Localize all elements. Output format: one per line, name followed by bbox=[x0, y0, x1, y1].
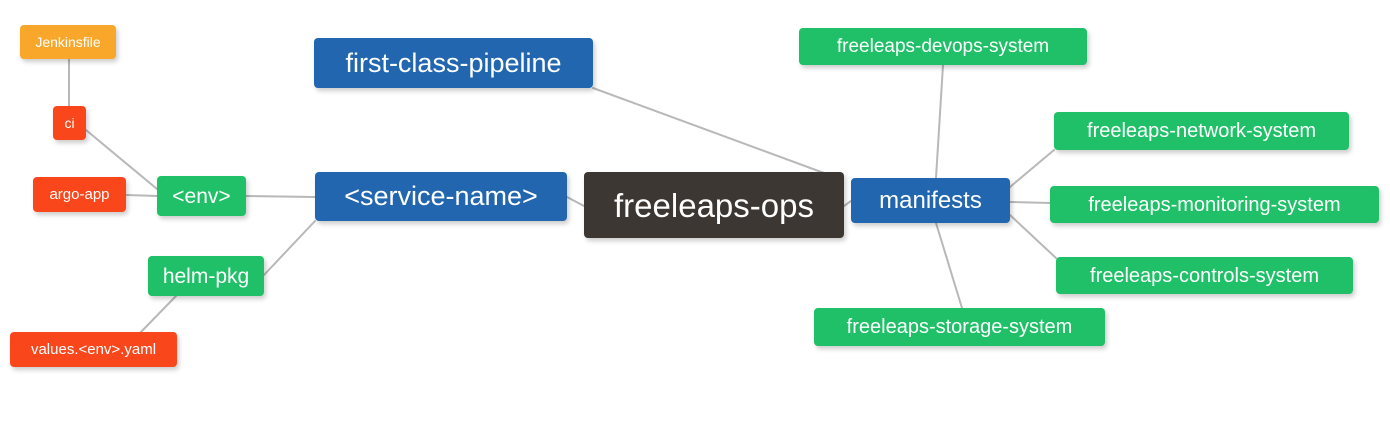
mindmap-node-label-service-name: <service-name> bbox=[344, 181, 538, 211]
mindmap-node-label-freeleaps-controls-system: freeleaps-controls-system bbox=[1090, 264, 1319, 287]
mindmap-node-first-class-pipeline[interactable]: first-class-pipeline bbox=[314, 38, 593, 88]
mindmap-node-jenkinsfile[interactable]: Jenkinsfile bbox=[20, 25, 116, 59]
mindmap-node-label-freeleaps-monitoring-system: freeleaps-monitoring-system bbox=[1088, 193, 1341, 216]
mindmap-node-ci[interactable]: ci bbox=[53, 106, 86, 140]
mindmap-node-label-freeleaps-network-system: freeleaps-network-system bbox=[1087, 120, 1316, 142]
mindmap-node-helm-pkg[interactable]: helm-pkg bbox=[148, 256, 264, 296]
edge-service-name-to-helm-pkg bbox=[263, 220, 316, 276]
mindmap-node-env[interactable]: <env> bbox=[157, 176, 246, 216]
mindmap-node-freeleaps-storage-system[interactable]: freeleaps-storage-system bbox=[814, 308, 1105, 346]
edge-freeleaps-ops-to-service-name bbox=[566, 196, 585, 207]
edge-manifests-to-freeleaps-devops-system bbox=[935, 64, 944, 179]
edge-helm-pkg-to-values-yaml bbox=[139, 295, 177, 334]
edge-manifests-to-freeleaps-controls-system bbox=[1009, 214, 1057, 259]
edge-manifests-to-freeleaps-network-system bbox=[1009, 149, 1055, 188]
mindmap-node-label-freeleaps-storage-system: freeleaps-storage-system bbox=[846, 316, 1073, 338]
mindmap-node-label-values-yaml: values.<env>.yaml bbox=[30, 341, 157, 358]
mindmap-node-freeleaps-network-system[interactable]: freeleaps-network-system bbox=[1054, 112, 1349, 150]
mindmap-node-label-freeleaps-ops: freeleaps-ops bbox=[614, 186, 814, 224]
mindmap-node-manifests[interactable]: manifests bbox=[851, 178, 1010, 223]
mindmap-node-label-freeleaps-devops-system: freeleaps-devops-system bbox=[836, 36, 1050, 57]
mindmap-node-freeleaps-devops-system[interactable]: freeleaps-devops-system bbox=[799, 28, 1087, 65]
edge-env-to-argo-app bbox=[125, 194, 158, 197]
edge-freeleaps-ops-to-first-class-pipeline bbox=[592, 87, 844, 181]
mindmap-node-freeleaps-controls-system[interactable]: freeleaps-controls-system bbox=[1056, 257, 1353, 294]
mindmap-node-values-yaml[interactable]: values.<env>.yaml bbox=[10, 332, 177, 367]
mindmap-node-label-ci: ci bbox=[64, 115, 75, 131]
edge-manifests-to-freeleaps-monitoring-system bbox=[1009, 201, 1051, 204]
edge-service-name-to-env bbox=[245, 195, 316, 198]
mindmap-node-argo-app[interactable]: argo-app bbox=[33, 177, 126, 212]
mindmap-node-label-jenkinsfile: Jenkinsfile bbox=[35, 34, 101, 50]
mindmap-node-label-helm-pkg: helm-pkg bbox=[162, 264, 250, 288]
edge-manifests-to-freeleaps-storage-system bbox=[935, 222, 963, 309]
mindmap-node-label-manifests: manifests bbox=[879, 186, 982, 214]
mindmap-node-service-name[interactable]: <service-name> bbox=[315, 172, 567, 221]
mindmap-node-label-env: <env> bbox=[172, 184, 231, 208]
mindmap-node-label-first-class-pipeline: first-class-pipeline bbox=[345, 47, 562, 78]
edge-freeleaps-ops-to-manifests bbox=[843, 200, 852, 207]
mindmap-node-freeleaps-ops[interactable]: freeleaps-ops bbox=[584, 172, 844, 238]
mindmap-node-freeleaps-monitoring-system[interactable]: freeleaps-monitoring-system bbox=[1050, 186, 1379, 223]
mindmap-node-label-argo-app: argo-app bbox=[49, 186, 110, 203]
